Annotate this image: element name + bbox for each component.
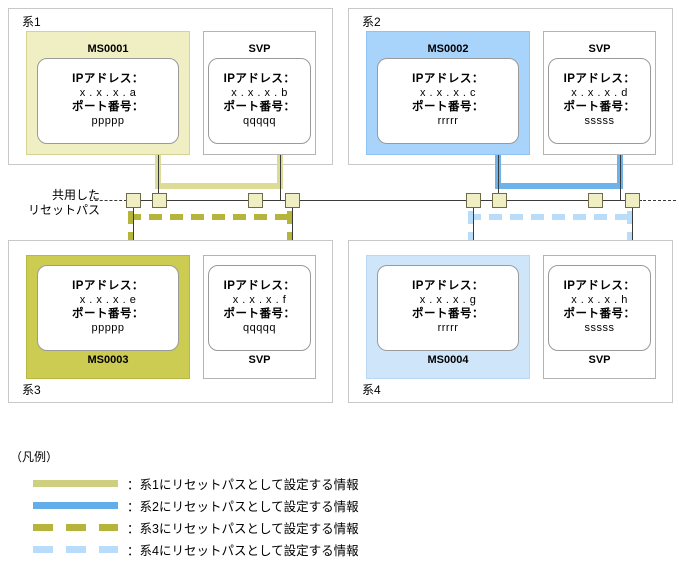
bus-node-5[interactable] xyxy=(466,193,481,208)
svp-panel-title: SVP xyxy=(248,354,271,366)
ip-address-label: IPアドレス： xyxy=(412,280,484,293)
port-number-label: ポート番号： xyxy=(72,308,144,320)
ip-address-value: x . x . x . h xyxy=(571,294,628,307)
system-label-sys4: 系4 xyxy=(362,383,381,397)
legend-item: ：系3にリセットパスとして設定する情報 xyxy=(33,516,553,538)
bus-node-3[interactable] xyxy=(248,193,263,208)
device-panel-title: MS0002 xyxy=(427,43,469,55)
system-label-sys1: 系1 xyxy=(22,15,41,29)
path-sys3-segment-device-drop xyxy=(128,211,134,267)
ip-address-value: x . x . x . g xyxy=(419,294,477,307)
ip-address-label: IPアドレス： xyxy=(412,73,484,86)
legend-item: ：系2にリセットパスとして設定する情報 xyxy=(33,494,553,516)
path-sys4-wire-device xyxy=(473,208,474,267)
path-sys2-segment-horizontal xyxy=(495,183,623,189)
path-sys3-segment-horizontal xyxy=(128,214,293,220)
legend-label: ：系2にリセットパスとして設定する情報 xyxy=(127,499,359,514)
svp-panel-title: SVP xyxy=(588,354,611,366)
shared-reset-path-caption-line1: 共用した xyxy=(51,188,100,202)
bus-right-dashed-end xyxy=(638,200,676,201)
system-label-sys3: 系3 xyxy=(22,383,41,397)
device-panel-title: MS0003 xyxy=(87,354,129,366)
path-sys4-segment-device-drop xyxy=(468,211,474,267)
svp-info-card-sys2: IPアドレス： x . x . x . d ポート番号： sssss xyxy=(548,58,651,144)
ip-address-label: IPアドレス： xyxy=(223,280,296,293)
port-number-label: ポート番号： xyxy=(72,101,144,113)
ip-address-label: IPアドレス： xyxy=(72,280,144,293)
port-number-label: ポート番号： xyxy=(563,101,636,113)
path-sys4-segment-horizontal xyxy=(468,214,633,220)
bus-left-dashed-end xyxy=(90,200,127,201)
port-number-value: rrrrr xyxy=(437,114,459,127)
legend-swatch-sys2-icon xyxy=(33,501,118,509)
ip-address-value: x . x . x . b xyxy=(231,87,288,100)
ip-address-value: x . x . x . a xyxy=(79,87,137,100)
legend-label: ：系1にリセットパスとして設定する情報 xyxy=(127,477,359,492)
port-number-value: qqqqq xyxy=(242,114,277,127)
bus-node-6[interactable] xyxy=(492,193,507,208)
ip-address-value: x . x . x . f xyxy=(232,294,287,307)
ip-address-label: IPアドレス： xyxy=(563,280,636,293)
ip-address-label: IPアドレス： xyxy=(223,73,296,86)
device-info-card-ms0003: IPアドレス： x . x . x . e ポート番号： ppppp xyxy=(37,265,179,351)
path-sys4-segment-svp-drop xyxy=(627,211,633,267)
path-sys1-segment-horizontal xyxy=(155,183,283,189)
bus-node-4[interactable] xyxy=(285,193,300,208)
path-sys1-wire-svp xyxy=(280,155,281,200)
ip-address-label: IPアドレス： xyxy=(72,73,144,86)
legend-swatch-sys1-icon xyxy=(33,479,118,487)
shared-reset-path-caption: 共用した リセットパス xyxy=(4,188,100,218)
port-number-label: ポート番号： xyxy=(563,308,636,320)
port-number-label: ポート番号： xyxy=(412,101,484,113)
port-number-value: sssss xyxy=(584,114,615,127)
device-panel-title: MS0001 xyxy=(87,43,129,55)
port-number-label: ポート番号： xyxy=(412,308,484,320)
path-sys2-wire-device xyxy=(498,155,499,200)
device-info-card-ms0002: IPアドレス： x . x . x . c ポート番号： rrrrr xyxy=(377,58,519,144)
port-number-value: rrrrr xyxy=(437,321,459,334)
path-sys3-segment-svp-drop xyxy=(287,211,293,267)
legend-label: ：系4にリセットパスとして設定する情報 xyxy=(127,543,359,558)
device-info-card-ms0001: IPアドレス： x . x . x . a ポート番号： ppppp xyxy=(37,58,179,144)
legend-item: ：系1にリセットパスとして設定する情報 xyxy=(33,472,553,494)
shared-reset-path-caption-line2: リセットパス xyxy=(27,203,100,217)
svp-panel-title: SVP xyxy=(248,43,271,55)
device-info-card-ms0004: IPアドレス： x . x . x . g ポート番号： rrrrr xyxy=(377,265,519,351)
bus-node-8[interactable] xyxy=(625,193,640,208)
port-number-label: ポート番号： xyxy=(223,101,296,113)
bus-node-1[interactable] xyxy=(126,193,141,208)
svp-info-card-sys4: IPアドレス： x . x . x . h ポート番号： sssss xyxy=(548,265,651,351)
device-panel-title: MS0004 xyxy=(427,354,469,366)
svp-info-card-sys1: IPアドレス： x . x . x . b ポート番号： qqqqq xyxy=(208,58,311,144)
ip-address-value: x . x . x . d xyxy=(571,87,628,100)
legend-swatch-sys4-icon xyxy=(33,545,118,553)
path-sys4-wire-svp xyxy=(632,208,633,267)
legend-swatch-sys3-icon xyxy=(33,523,118,531)
svp-info-card-sys3: IPアドレス： x . x . x . f ポート番号： qqqqq xyxy=(208,265,311,351)
bus-node-2[interactable] xyxy=(152,193,167,208)
port-number-label: ポート番号： xyxy=(223,308,296,320)
port-number-value: sssss xyxy=(584,321,615,334)
path-sys3-wire-device xyxy=(133,208,134,267)
system-label-sys2: 系2 xyxy=(362,15,381,29)
ip-address-value: x . x . x . e xyxy=(79,294,137,307)
path-sys1-wire-device xyxy=(158,155,159,200)
legend-title: （凡例） xyxy=(10,450,59,464)
ip-address-value: x . x . x . c xyxy=(419,87,476,100)
bus-main-line xyxy=(126,200,642,201)
port-number-value: ppppp xyxy=(91,321,125,334)
ip-address-label: IPアドレス： xyxy=(563,73,636,86)
port-number-value: qqqqq xyxy=(242,321,277,334)
port-number-value: ppppp xyxy=(91,114,125,127)
path-sys3-wire-svp xyxy=(292,208,293,267)
svp-panel-title: SVP xyxy=(588,43,611,55)
legend-label: ：系3にリセットパスとして設定する情報 xyxy=(127,521,359,536)
bus-node-7[interactable] xyxy=(588,193,603,208)
legend-item: ：系4にリセットパスとして設定する情報 xyxy=(33,538,553,560)
path-sys2-wire-svp xyxy=(620,155,621,200)
legend-list: ：系1にリセットパスとして設定する情報 ：系2にリセットパスとして設定する情報 … xyxy=(33,472,553,560)
